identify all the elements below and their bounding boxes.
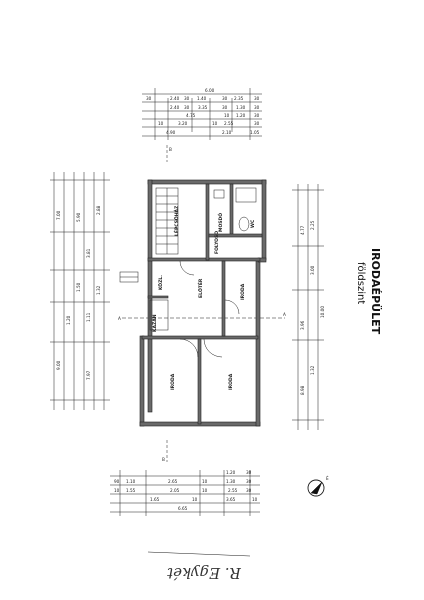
building-plan: LÉPCSŐHÁZ MOSDÓ WC FOLYOSO ELŐTÉR IRODA … bbox=[119, 179, 267, 427]
dim-left-2: 3.81 bbox=[86, 248, 91, 258]
dim-bot-r2-0: 90 bbox=[114, 479, 120, 484]
dim-top-r5-4: 30 bbox=[254, 121, 260, 126]
room-label-eloter: ELŐTÉR bbox=[196, 278, 204, 298]
staircase bbox=[155, 187, 179, 255]
sink-fixture bbox=[213, 189, 225, 199]
dim-bot-r1-0: 1.20 bbox=[226, 470, 236, 475]
room-label-lepcsohaz: LÉPCSŐHÁZ bbox=[172, 205, 180, 236]
dim-bot-r2-2: 2.65 bbox=[168, 479, 178, 484]
dim-right-0: 4.77 bbox=[300, 225, 305, 235]
toilet-fixture bbox=[238, 216, 250, 232]
north-arrow-icon bbox=[310, 481, 323, 495]
dim-bot-r3-1: 1.55 bbox=[126, 488, 136, 493]
dim-top-r2-3: 1.40 bbox=[197, 96, 207, 101]
dim-top-r3-4: 1.30 bbox=[236, 105, 246, 110]
left-dimension-chains: 7.00 5.90 3.81 1.50 1.11 1.32 1.20 7.97 … bbox=[50, 172, 110, 410]
dim-top-r6-0: 4.90 bbox=[166, 130, 176, 135]
dim-top-r5-1: 3.20 bbox=[178, 121, 188, 126]
shower-fixture bbox=[235, 187, 257, 203]
dim-left-5: 1.32 bbox=[96, 285, 101, 295]
dim-right-6: 1.32 bbox=[310, 365, 315, 375]
dim-top-r2-4: 30 bbox=[222, 96, 228, 101]
dim-left-1: 5.90 bbox=[76, 212, 81, 222]
dim-top-r3-2: 3.35 bbox=[198, 105, 208, 110]
section-b-bottom: B bbox=[162, 457, 165, 462]
room-label-iroda-3: IRODA bbox=[228, 373, 234, 390]
section-b-top: B bbox=[169, 147, 172, 152]
dim-top-r2-1: 2.40 bbox=[170, 96, 180, 101]
dim-top-r3-0: 2.40 bbox=[170, 105, 180, 110]
room-label-wc: WC bbox=[250, 219, 256, 228]
dim-right-2: 10.00 bbox=[320, 306, 325, 318]
dim-top-r4-0: 4.75 bbox=[186, 113, 196, 118]
right-dimension-chains: 4.77 3.00 10.00 3.96 2.25 8.98 1.32 bbox=[292, 184, 325, 430]
dim-bot-r4-2: 3.65 bbox=[226, 497, 236, 502]
north-arrow: É bbox=[307, 476, 329, 497]
dim-top-r1-0: 6.00 bbox=[205, 88, 215, 93]
vestibule bbox=[149, 299, 169, 331]
dim-left-9: 9.00 bbox=[56, 360, 61, 370]
section-a-left: A bbox=[118, 316, 121, 321]
dim-top-r4-3: 30 bbox=[254, 113, 260, 118]
dim-top-r5-2: 10 bbox=[212, 121, 218, 126]
dim-bot-r3-0: 10 bbox=[114, 488, 120, 493]
dim-top-r2-0: 30 bbox=[146, 96, 152, 101]
dim-top-r3-3: 30 bbox=[222, 105, 228, 110]
door-swing bbox=[224, 299, 240, 315]
dim-bot-r4-3: 10 bbox=[252, 497, 258, 502]
north-label: É bbox=[326, 476, 329, 481]
dim-bot-r4-0: 1.65 bbox=[150, 497, 160, 502]
signature: R. Egykét bbox=[166, 564, 242, 582]
dim-bot-r3-4: 2.55 bbox=[228, 488, 238, 493]
top-dimension-chains: 6.00 30 2.40 30 1.40 30 2.35 30 2.40 30 … bbox=[142, 88, 262, 140]
dim-top-r2-6: 30 bbox=[254, 96, 260, 101]
dim-top-r4-1: 10 bbox=[224, 113, 230, 118]
dim-top-r5-0: 10 bbox=[158, 121, 164, 126]
dim-right-1: 3.00 bbox=[310, 265, 315, 275]
room-label-iroda-2: IRODA bbox=[170, 373, 176, 390]
dim-bot-r4-1: 10 bbox=[192, 497, 198, 502]
dim-left-3: 1.50 bbox=[76, 282, 81, 292]
section-a-right: A bbox=[283, 312, 286, 317]
bottom-dimension-chains: 1.20 30 90 1.10 2.65 10 1.30 30 10 1.55 … bbox=[110, 470, 260, 516]
dim-bot-r3-3: 10 bbox=[202, 488, 208, 493]
dim-bot-r3-5: 30 bbox=[246, 488, 252, 493]
dim-right-4: 2.25 bbox=[310, 220, 315, 230]
dim-top-r5-3: 2.55 bbox=[224, 121, 234, 126]
dim-left-7: 7.97 bbox=[86, 370, 91, 380]
dim-left-8: 2.88 bbox=[96, 205, 101, 215]
door-swing bbox=[179, 338, 199, 358]
drawing-title: IRODAÉPÜLET bbox=[369, 248, 383, 335]
dim-top-r4-2: 1.20 bbox=[236, 113, 246, 118]
dim-top-r2-2: 30 bbox=[184, 96, 190, 101]
room-label-iroda-1: IRODA bbox=[240, 283, 246, 300]
room-label-folyoso: FOLYOSO bbox=[214, 231, 220, 254]
door-swing bbox=[179, 260, 195, 276]
dim-bot-r1-1: 30 bbox=[246, 470, 252, 475]
dim-bot-r2-5: 30 bbox=[246, 479, 252, 484]
dim-top-r6-2: 1.05 bbox=[250, 130, 260, 135]
dim-right-5: 8.98 bbox=[300, 385, 305, 395]
room-label-mosdo: MOSDÓ bbox=[217, 213, 224, 232]
dim-bot-r5-0: 6.65 bbox=[178, 506, 188, 511]
dim-top-r6-1: 2.10 bbox=[222, 130, 232, 135]
dim-bot-r2-1: 1.10 bbox=[126, 479, 136, 484]
dim-bot-r3-2: 2.05 bbox=[170, 488, 180, 493]
dim-right-3: 3.96 bbox=[300, 320, 305, 330]
drawing-subtitle: földszint bbox=[355, 262, 366, 304]
door-swing bbox=[203, 338, 223, 358]
room-label-kozl: KÖZL. bbox=[157, 275, 164, 290]
dim-left-6: 1.20 bbox=[66, 315, 71, 325]
dim-left-4: 1.11 bbox=[86, 312, 91, 322]
dim-bot-r2-3: 10 bbox=[202, 479, 208, 484]
dim-top-r3-5: 30 bbox=[254, 105, 260, 110]
dim-bot-r2-4: 1.30 bbox=[226, 479, 236, 484]
dim-top-r3-1: 30 bbox=[184, 105, 190, 110]
dim-left-0: 7.00 bbox=[56, 210, 61, 220]
dim-top-r2-5: 2.35 bbox=[234, 96, 244, 101]
signature-line bbox=[147, 551, 251, 557]
room-label-kazan: KAZÁN bbox=[151, 314, 158, 332]
